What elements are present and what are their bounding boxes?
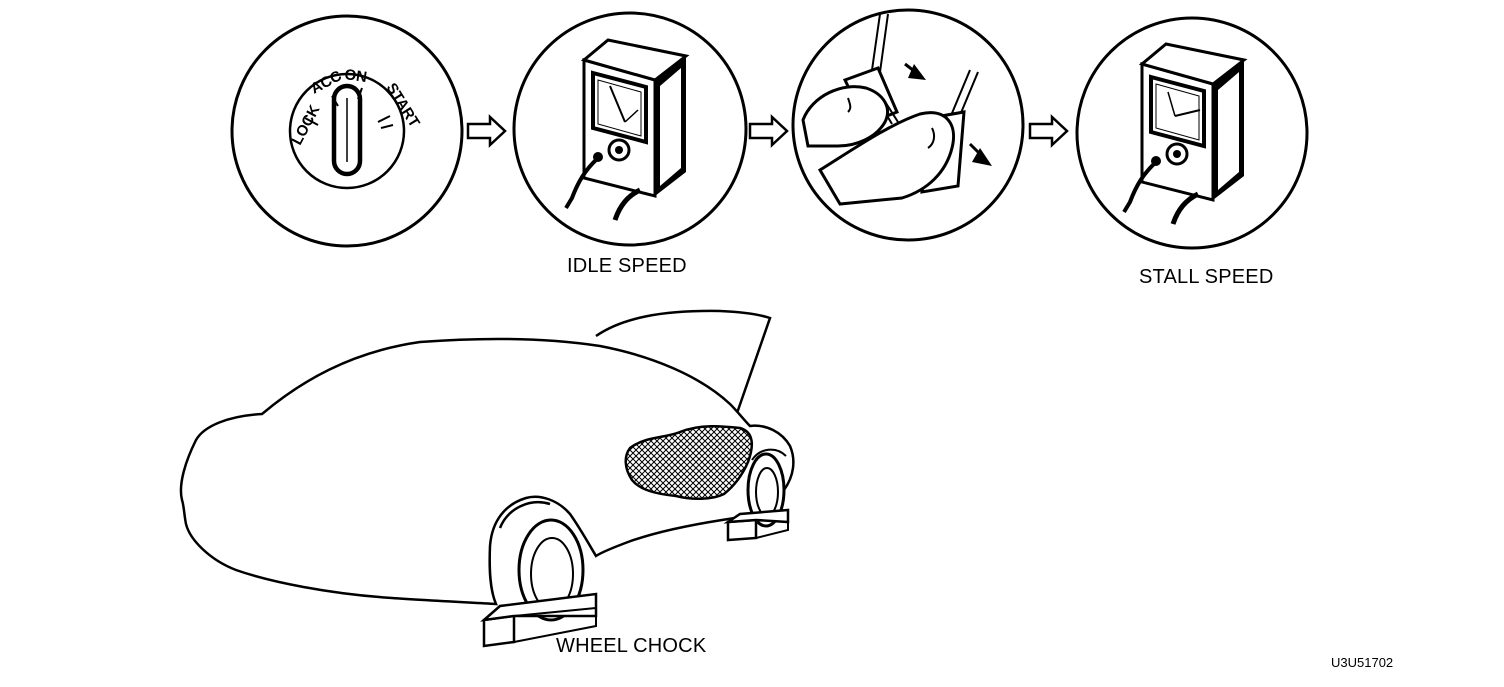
arrow-right-icon [748,114,789,148]
wheel-chock-icon [723,508,790,542]
figure-id: U3U51702 [1331,655,1394,670]
ignition-on-label: ON [343,66,368,86]
tachometer-icon [1075,16,1309,250]
idle-speed-label: IDLE SPEED [567,255,687,277]
pedals-icon [791,8,1025,242]
tachometer-icon [512,11,748,247]
car-icon [179,309,795,622]
arrow-right-icon [466,114,507,148]
stall-speed-label: STALL SPEED [1139,266,1274,288]
arrow-right-icon [1028,114,1069,148]
ignition-switch-icon: LOCK ACC ON START [230,14,464,248]
wheel-chock-icon [480,592,598,648]
wheel-chock-label: WHEEL CHOCK [556,635,707,657]
